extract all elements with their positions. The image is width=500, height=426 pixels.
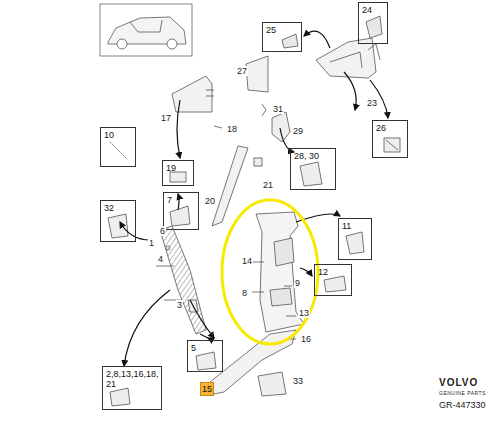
callout-number: 32 [101,201,135,215]
callout-number: 28, 30 [291,149,335,163]
brand-mark: VOLVO [438,378,479,388]
callout-number: 9 [294,278,301,288]
callout-number: 27 [236,66,248,76]
detail-box: 12 [314,264,352,296]
detail-box: 28, 30 [290,148,336,190]
detail-box: 5 [187,340,223,372]
callout-number: 21 [262,180,274,190]
callout-number: 17 [160,113,172,123]
callout-number: 12 [315,265,351,279]
callout-number: 24 [359,3,387,17]
highlighted-callout: 15 [200,382,214,396]
callout-number: 23 [366,98,378,108]
detail-box: 19 [162,160,194,186]
callout-number: 1 [148,238,155,248]
callout-number: 10 [101,128,135,142]
detail-box: 26 [372,120,408,158]
detail-box: 11 [338,218,372,260]
callout-number: 29 [292,126,304,136]
detail-box: 7 [163,192,199,230]
detail-box: 24 [358,2,388,44]
callout-number: 33 [292,376,304,386]
callout-number: 3 [176,300,183,310]
callout-number: 26 [373,121,407,135]
callout-number: 8 [241,288,248,298]
callout-number: 25 [263,23,301,37]
callout-number: 15 [201,383,213,395]
callout-number: 11 [339,219,371,233]
detail-box: 32 [100,200,136,242]
callout-number: 14 [241,256,253,266]
detail-box: 25 [262,22,302,52]
drawing-number: GR-447330 [438,400,487,410]
callout-number: 31 [272,104,284,114]
callout-number: 6 [159,226,166,236]
callout-number: 19 [163,161,193,175]
callout-number: 13 [298,308,310,318]
detail-box: 10 [100,127,136,167]
callout-number: 18 [226,124,238,134]
brand-mark: GENUINE PARTS [438,390,487,396]
callout-number: 5 [188,341,222,355]
callout-number: 4 [157,254,164,264]
callout-number: 20 [204,196,216,206]
callout-number: 2,8,13,16,18, 21 [103,367,161,391]
callout-number: 7 [164,193,198,207]
callout-number: 16 [300,334,312,344]
detail-box: 2,8,13,16,18, 21 [102,366,162,410]
